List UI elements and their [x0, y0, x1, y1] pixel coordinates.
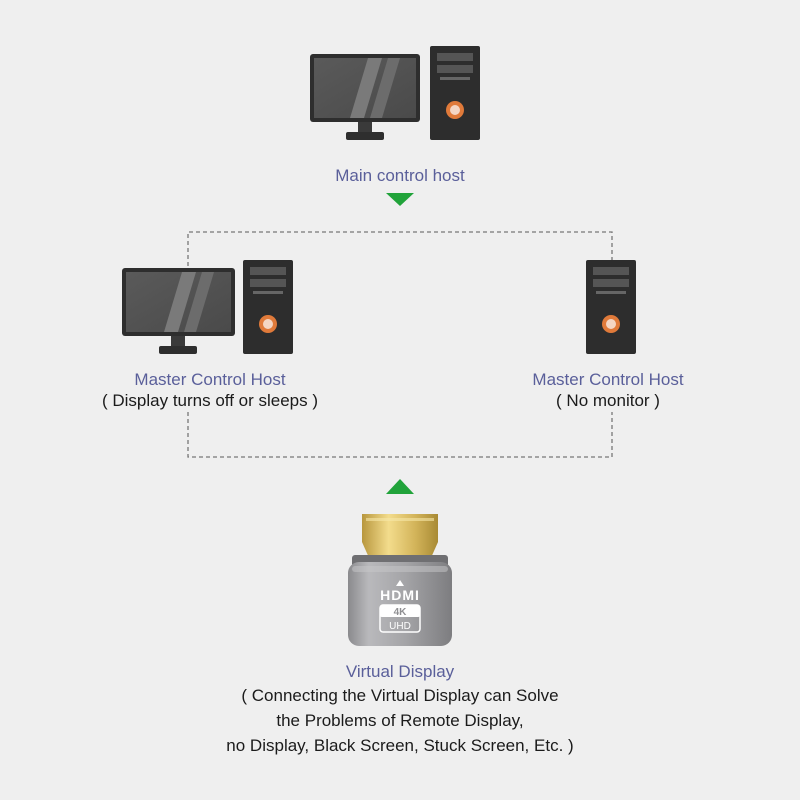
pc-tower-icon: [586, 260, 636, 354]
monitor-icon: [122, 268, 235, 354]
virtual-display-label: Virtual Display: [345, 662, 455, 681]
main-host-label: Main control host: [335, 166, 465, 185]
arrow-down-icon: [386, 193, 414, 206]
virtual-display-description-line-2: the Problems of Remote Display,: [276, 711, 524, 730]
right-host-subtitle: ( No monitor ): [556, 391, 660, 410]
pc-tower-icon: [430, 46, 480, 140]
network-connection-lines: [187, 231, 613, 458]
virtual-display-description-line-1: ( Connecting the Virtual Display can Sol…: [241, 686, 559, 705]
pc-tower-icon: [243, 260, 293, 354]
hdmi-dummy-plug-icon: [348, 514, 452, 646]
hdmi-logo-text: HDMI: [380, 587, 420, 603]
arrow-up-icon: [386, 479, 414, 494]
left-host-label: Master Control Host: [134, 370, 286, 389]
badge-4k-text: 4K: [394, 607, 408, 618]
left-host-subtitle: ( Display turns off or sleeps ): [101, 391, 319, 410]
monitor-icon: [310, 54, 420, 140]
virtual-display-description-line-3: no Display, Black Screen, Stuck Screen, …: [226, 736, 574, 755]
badge-uhd-text: UHD: [389, 621, 411, 632]
right-host-label: Master Control Host: [532, 370, 684, 389]
